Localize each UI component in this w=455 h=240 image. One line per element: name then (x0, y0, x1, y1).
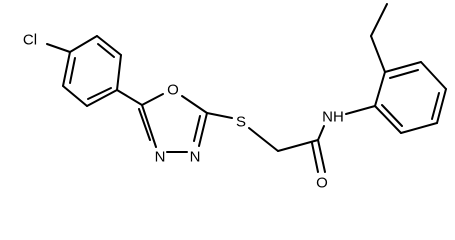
bond (317, 125, 325, 141)
atom-label-n: N (155, 149, 166, 166)
bond (116, 54, 122, 91)
bond (370, 35, 386, 73)
bond (345, 105, 376, 115)
double-bond (87, 87, 112, 100)
double-bond (311, 142, 319, 173)
atom-label-o-carbonyl: O (316, 175, 328, 192)
atom-label-cl: Cl (23, 32, 37, 49)
bond (141, 93, 164, 106)
bond (62, 51, 71, 87)
bond (370, 3, 388, 37)
bond (374, 71, 386, 107)
double-bond (431, 92, 440, 120)
bond (384, 61, 422, 73)
bond (436, 88, 447, 124)
bond (141, 104, 157, 148)
structure-diagram: Cl O N N S O NH (23, 3, 447, 192)
double-bond (138, 108, 151, 141)
bond (96, 35, 122, 56)
atom-label-nh: NH (322, 109, 344, 126)
double-bond (389, 69, 419, 79)
bond (46, 43, 71, 53)
bond (420, 61, 447, 90)
bond (277, 139, 319, 152)
bond (206, 112, 233, 119)
bond (69, 35, 98, 53)
atom-label-s: S (236, 114, 246, 131)
atom-label-n: N (190, 149, 201, 166)
atom-label-o-ring: O (167, 82, 179, 99)
oxadiazole-ring (138, 93, 208, 153)
bond (86, 89, 118, 107)
double-bond (381, 104, 403, 127)
bond (198, 112, 208, 147)
bond (181, 95, 208, 114)
bond (317, 139, 326, 173)
ethylphenyl-ring (374, 61, 447, 134)
chlorophenyl-ring (62, 35, 122, 107)
bond (248, 127, 279, 152)
bond (116, 89, 143, 106)
bond (62, 85, 88, 107)
double-bond (193, 115, 201, 142)
bond (374, 105, 402, 134)
double-bond (97, 43, 115, 58)
double-bond (69, 57, 76, 84)
bond (400, 122, 438, 134)
